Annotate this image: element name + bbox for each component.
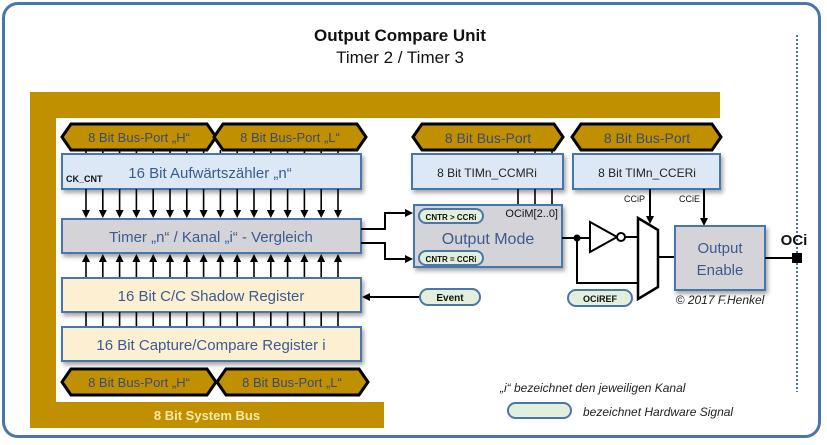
legend-channel-note: „i“ bezeichnet den jeweiligen Kanal [499,381,686,395]
svg-text:8 Bit Bus-Port: 8 Bit Bus-Port [445,130,531,146]
output-pin [792,253,802,263]
bus-port-top-l: 8 Bit Bus-Port „L“ [212,122,368,152]
ccmr-register-label: 8 Bit TIMn_CCMRi [437,166,537,180]
svg-text:Event: Event [436,293,464,304]
event-signal: Event [419,288,481,306]
bus-port-ccmr: 8 Bit Bus-Port [411,122,565,152]
legend-signal-swatch [507,402,572,419]
bus-port-bottom-h: 8 Bit Bus-Port „H“ [60,367,218,397]
diagram-title: Output Compare Unit [314,26,486,45]
capture-compare-register-label: 16 Bit Capture/Compare Register i [96,337,325,354]
inverter-icon [589,220,620,254]
copyright-text: © 2017 F.Henkel [676,293,765,307]
bus-port-bottom-l: 8 Bit Bus-Port „L“ [215,367,370,397]
shadow-register-label: 16 Bit C/C Shadow Register [118,288,305,305]
output-enable-block [674,225,766,291]
svg-text:CNTR = CCRi: CNTR = CCRi [426,255,477,264]
multiplexer-icon [636,215,660,302]
ccer-register-block [572,153,721,190]
svg-text:OCiREF: OCiREF [583,294,618,304]
compare-gt-line [361,209,413,230]
signal-cntr-gt-ccri: CNTR > CCRi [418,208,484,224]
signal-cntr-eq-ccri: CNTR = CCRi [418,250,484,266]
svg-text:8 Bit Bus-Port: 8 Bit Bus-Port [604,130,690,146]
capture-compare-register-block [61,326,362,362]
output-mode-label: Output Mode [442,231,535,248]
counter-clock-label: CK_CNT [66,174,103,184]
compare-label: Timer „n“ / Kanal „i“ - Vergleich [109,229,313,246]
svg-text:CNTR > CCRi: CNTR > CCRi [426,213,477,222]
ccip-label: CCiP [624,194,645,204]
signal-ocref: OCiREF [567,289,633,307]
counter-block [61,153,362,190]
ccie-label: CCiE [679,194,700,204]
compare-eq-line [361,242,413,263]
output-pin-label: OCi [781,232,808,249]
svg-text:8 Bit Bus-Port „H“: 8 Bit Bus-Port „H“ [88,375,190,390]
legend-signal-note: bezeichnet Hardware Signal [583,405,733,419]
output-enable-label-2: Enable [697,262,744,279]
ccmr-register-block [411,153,564,190]
svg-text:8 Bit Bus-Port „L“: 8 Bit Bus-Port „L“ [240,130,340,145]
ccer-register-label: 8 Bit TIMn_CCERi [598,166,696,180]
output-enable-label-1: Output [697,240,743,257]
compare-block [61,218,362,254]
svg-text:8 Bit Bus-Port „H“: 8 Bit Bus-Port „H“ [88,130,190,145]
bus-port-top-h: 8 Bit Bus-Port „H“ [60,122,218,152]
counter-label: 16 Bit Aufwärtszähler „n“ [128,165,291,182]
system-bus-label: 8 Bit System Bus [154,408,260,423]
svg-text:8 Bit Bus-Port „L“: 8 Bit Bus-Port „L“ [242,375,342,390]
ocim-label: OCiM[2..0] [505,208,558,220]
diagram-subtitle: Timer 2 / Timer 3 [336,48,464,67]
bus-port-ccer: 8 Bit Bus-Port [570,122,723,152]
shadow-register-block [61,277,362,313]
